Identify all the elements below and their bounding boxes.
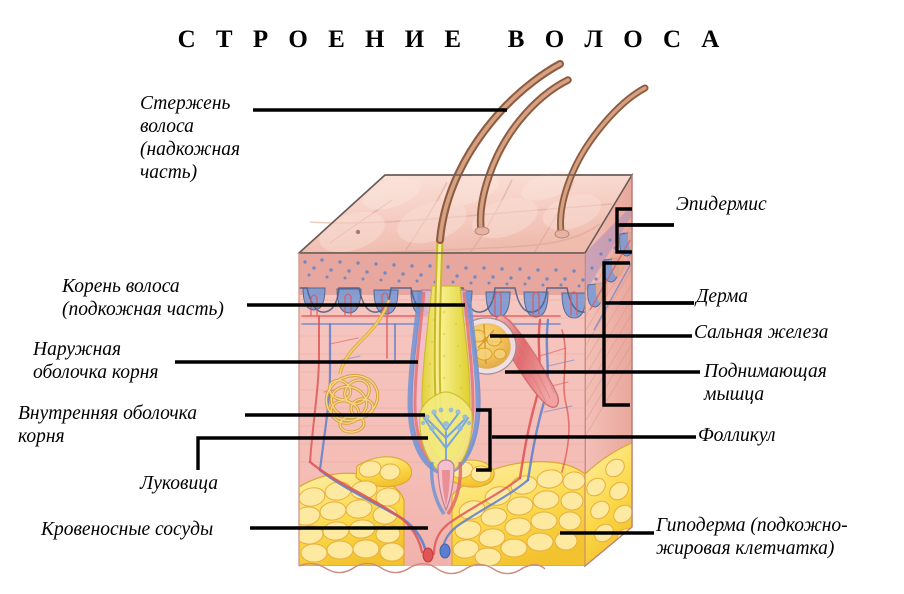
label-blood-vessels: Кровеносные сосуды: [41, 519, 214, 540]
dermal-papilla: [423, 413, 469, 471]
label-hair-root: Корень волоса (подкожная часть): [62, 276, 224, 320]
hair-follicle: [407, 239, 481, 515]
hypodermis-fat: [299, 442, 632, 566]
page-title: С Т Р О Е Н И Е В О Л О С А: [177, 26, 727, 53]
bracket-follicle: [476, 408, 492, 472]
hair-bulb: [419, 391, 473, 515]
label-follicle: Фолликул: [698, 425, 776, 446]
label-sebaceous-gland: Сальная железа: [694, 322, 829, 343]
label-outer-root-sheath: Наружная оболочка корня: [33, 339, 159, 383]
hair-shafts: [436, 60, 649, 244]
label-hair-bulb: Луковица: [140, 473, 218, 494]
leader-hair-bulb: [196, 436, 428, 470]
label-epidermis: Эпидермис: [676, 194, 767, 215]
label-hypodermis: Гиподерма (подкожно- жировая клетчатка): [656, 515, 848, 559]
bracket-epidermis: [615, 207, 632, 254]
label-dermis: Дерма: [696, 286, 749, 307]
skin-block: [297, 60, 649, 575]
sweat-gland-coil: [324, 299, 391, 434]
label-hair-shaft: Стержень волоса (надкожная часть): [140, 93, 241, 183]
leader-lines: [175, 108, 700, 535]
bracket-dermis: [602, 261, 630, 407]
label-arrector-pili: Поднимающая мышца: [704, 361, 827, 405]
label-inner-root-sheath: Внутренняя оболочка корня: [18, 403, 198, 447]
